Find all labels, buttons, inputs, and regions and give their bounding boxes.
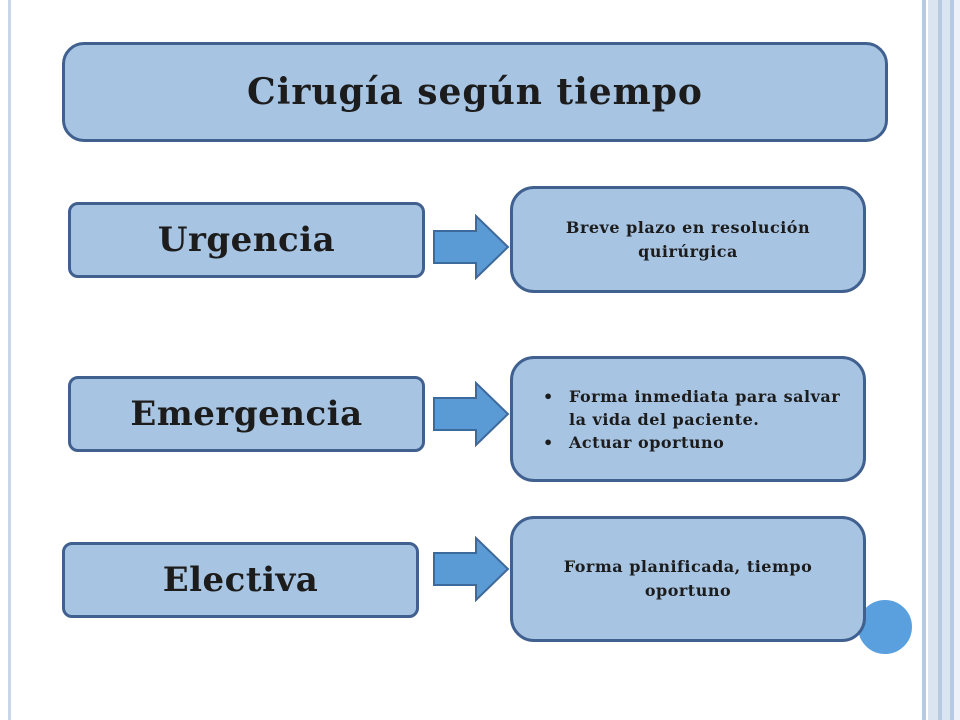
description-urgencia: Breve plazo en resolución quirúrgica — [510, 186, 866, 293]
description-electiva: Forma planificada, tiempo oportuno — [510, 516, 866, 642]
category-urgencia: Urgencia — [68, 202, 425, 278]
description-emergencia: Forma inmediata para salvar la vida del … — [510, 356, 866, 482]
slide-frame-left-line — [8, 0, 11, 720]
arrow-right-icon — [433, 381, 510, 447]
diagram-title: Cirugía según tiempo — [62, 42, 888, 142]
arrow-right-icon — [433, 214, 510, 280]
bullet-item: Forma inmediata para salvar la vida del … — [539, 385, 849, 431]
bullet-list: Forma inmediata para salvar la vida del … — [527, 385, 849, 454]
slide-frame-right-stripes — [918, 0, 960, 720]
category-emergencia: Emergencia — [68, 376, 425, 452]
arrow-right-icon — [433, 536, 510, 602]
category-electiva: Electiva — [62, 542, 419, 618]
bullet-item: Actuar oportuno — [539, 431, 849, 454]
